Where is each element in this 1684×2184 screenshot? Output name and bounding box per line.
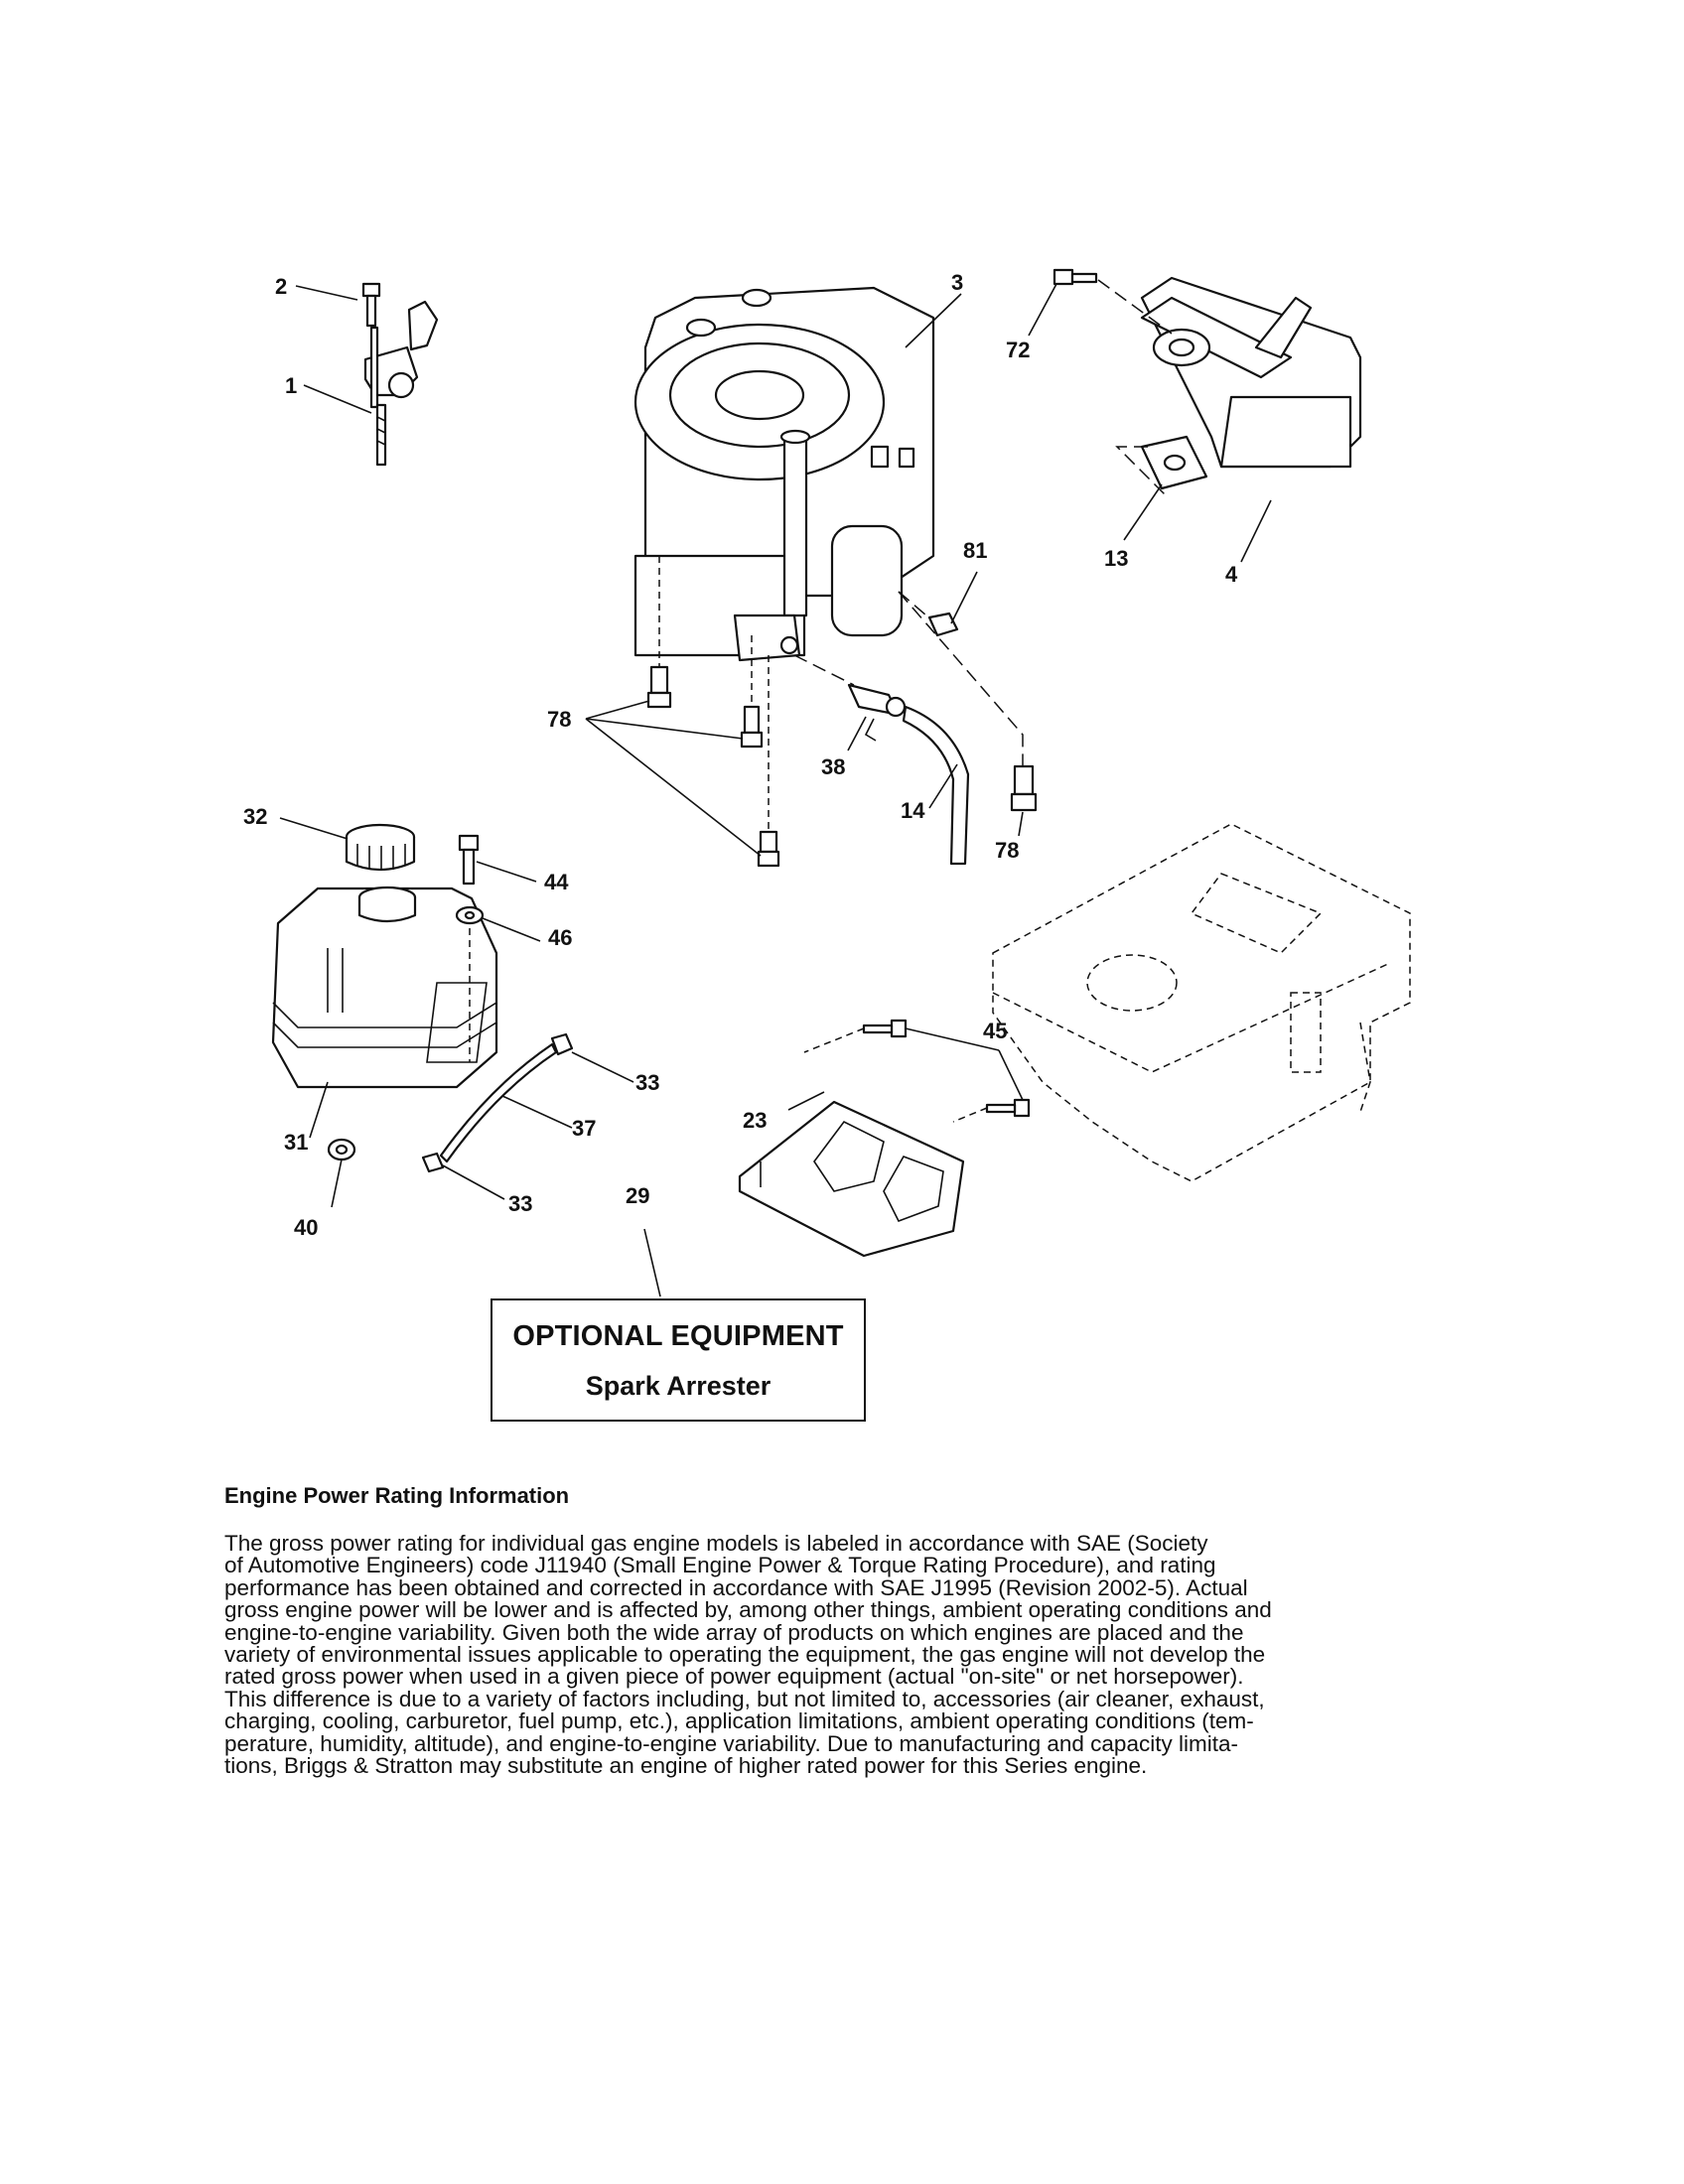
fuel-tank-31 (271, 886, 498, 1089)
nut-81 (927, 612, 959, 637)
rating-line: performance has been obtained and correc… (224, 1574, 1248, 1600)
callout-14: 14 (901, 798, 925, 823)
screw-45-b (985, 1098, 1031, 1118)
gasket-13 (1140, 435, 1208, 490)
washer-46 (455, 905, 485, 925)
rating-line: This difference is due to a variety of f… (224, 1686, 1265, 1711)
rating-line: variety of environmental issues applicab… (224, 1642, 1266, 1668)
rating-line: engine-to-engine variability. Given both… (224, 1619, 1244, 1645)
throttle-control (363, 300, 439, 467)
callout-45: 45 (983, 1019, 1007, 1043)
callout-46: 46 (548, 925, 572, 950)
frame (992, 823, 1411, 1182)
callout-2: 2 (275, 274, 287, 299)
rating-line: perature, humidity, altitude), and engin… (224, 1730, 1238, 1756)
bolt-78-d (1010, 764, 1038, 812)
engine (633, 286, 935, 662)
rating-line: charging, cooling, carburetor, fuel pump… (224, 1708, 1254, 1734)
rating-info-paragraph: The gross power rating for individual ga… (224, 1531, 1446, 1779)
callout-29: 29 (626, 1183, 649, 1208)
optional-equipment-box: OPTIONAL EQUIPMENT Spark Arrester (491, 1298, 866, 1422)
rating-info-heading: Engine Power Rating Information (224, 1483, 570, 1508)
rating-line: of Automotive Engineers) code J11940 (Sm… (224, 1553, 1216, 1578)
callout-33-b: 33 (508, 1191, 532, 1216)
fuel-cap-32 (345, 823, 416, 872)
clamp-33-b (421, 1152, 445, 1173)
screw-2 (361, 282, 381, 328)
leader-lines (279, 283, 1272, 1297)
parts-diagram: 2 1 3 72 13 4 81 78 38 14 78 32 44 46 45… (243, 268, 1411, 1297)
callout-33-a: 33 (635, 1070, 659, 1095)
callout-31: 31 (284, 1130, 308, 1155)
callout-37: 37 (572, 1116, 596, 1141)
heat-shield-23 (738, 1100, 965, 1258)
screw-45-a (862, 1019, 908, 1038)
grommet-40 (327, 1138, 356, 1161)
clamp-33-a (550, 1032, 574, 1056)
callout-labels: 2 1 3 72 13 4 81 78 38 14 78 32 44 46 45… (243, 270, 1238, 1240)
optional-equipment-item: Spark Arrester (585, 1371, 772, 1401)
callout-81: 81 (963, 538, 987, 563)
callout-3: 3 (951, 270, 963, 295)
callout-1: 1 (285, 373, 297, 398)
callout-78-a: 78 (547, 707, 571, 732)
bolt-78-c (757, 830, 780, 868)
callout-32: 32 (243, 804, 267, 829)
rating-line: tions, Briggs & Stratton may substitute … (224, 1753, 1148, 1779)
rating-line: rated gross power when used in a given p… (224, 1664, 1244, 1690)
callout-13: 13 (1104, 546, 1128, 571)
callout-44: 44 (544, 870, 569, 894)
bolt-72 (1052, 268, 1098, 286)
callout-78-b: 78 (995, 838, 1019, 863)
callout-23: 23 (743, 1108, 767, 1133)
callout-38: 38 (821, 754, 845, 779)
bolt-78-b (740, 705, 764, 749)
fuel-filter-38 (847, 683, 907, 742)
callout-72: 72 (1006, 338, 1030, 362)
fuel-line-14 (902, 705, 970, 866)
optional-equipment-title: OPTIONAL EQUIPMENT (512, 1320, 844, 1352)
rating-line: gross engine power will be lower and is … (224, 1597, 1272, 1623)
callout-40: 40 (294, 1215, 318, 1240)
callout-4: 4 (1225, 562, 1238, 587)
bolt-44 (458, 834, 480, 886)
rating-line: The gross power rating for individual ga… (224, 1531, 1208, 1556)
bolt-78-a (646, 665, 672, 709)
muffler (1140, 276, 1362, 469)
fuel-line-37 (439, 1042, 558, 1163)
